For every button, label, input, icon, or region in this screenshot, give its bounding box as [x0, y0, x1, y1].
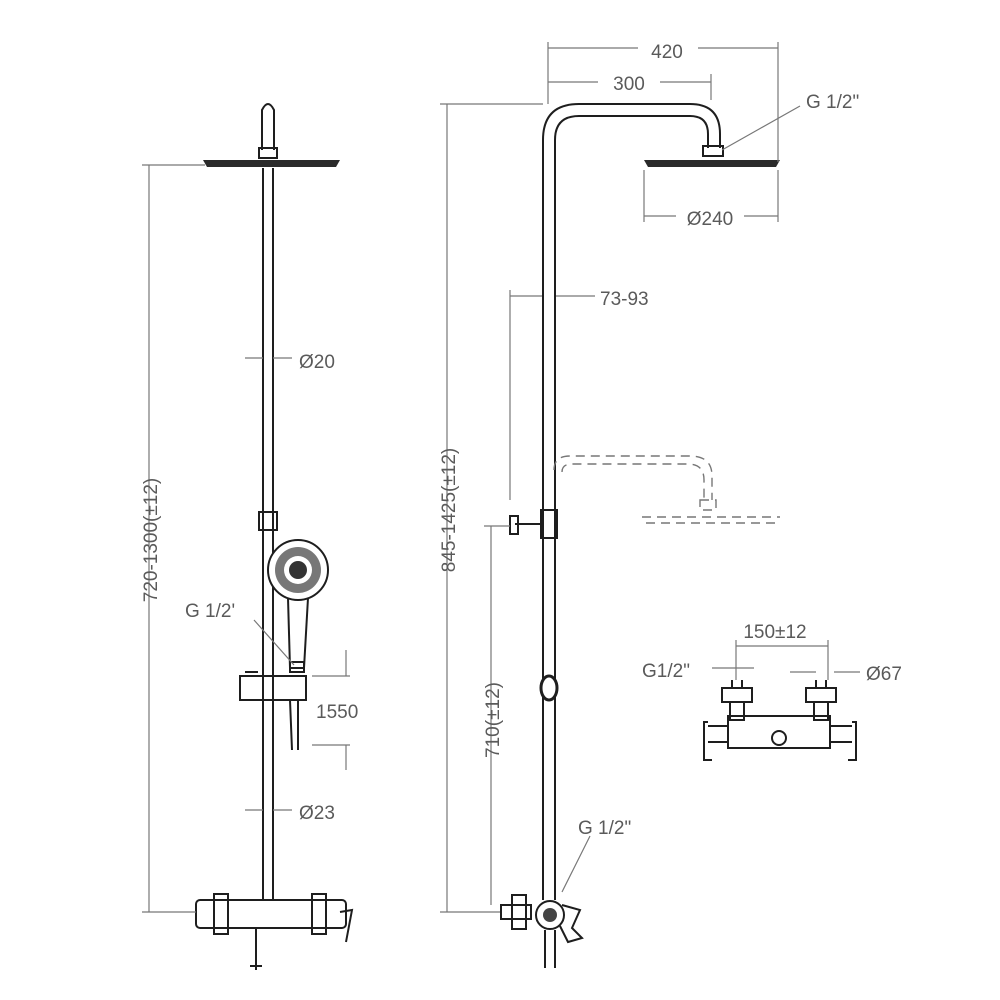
dim-o20: Ø20: [245, 352, 335, 373]
label-g-half-top: G 1/2": [806, 92, 859, 113]
label-720-1300: 720-1300(±12): [141, 478, 162, 603]
label-1550: 1550: [316, 702, 358, 723]
valve-detail-view: 150±12 G1/2" Ø67: [642, 622, 902, 761]
label-150: 150±12: [743, 622, 806, 643]
dim-o23: Ø23: [245, 803, 335, 824]
label-845-1425: 845-1425(±12): [439, 448, 460, 573]
dim-o67: Ø67: [790, 664, 902, 685]
front-overhead-head: [203, 160, 340, 167]
dim-g-half-top: G 1/2": [721, 92, 859, 151]
label-710: 710(±12): [483, 682, 504, 758]
dim-845-1425: 845-1425(±12): [439, 103, 543, 913]
side-view: 420 300 G 1/2" Ø240 73-93: [439, 42, 859, 968]
label-o20: Ø20: [299, 352, 335, 373]
dim-300: 300: [548, 74, 712, 100]
dim-g-half-handshower: G 1/2': [185, 601, 295, 666]
side-mixer: [500, 894, 584, 968]
front-slide-holder: [239, 675, 307, 701]
front-slide-clip: [258, 511, 278, 531]
label-g-half-mixer: G 1/2": [578, 818, 631, 839]
dim-720-1300: 720-1300(±12): [141, 164, 205, 913]
front-overhead-connector: [258, 147, 278, 159]
side-overhead-head: [644, 160, 780, 167]
dim-420: 420: [547, 42, 779, 162]
front-arm-stub: [261, 103, 275, 150]
dim-1550: 1550: [312, 650, 358, 770]
dim-710: 710(±12): [483, 525, 510, 905]
side-slide-ring: [539, 674, 559, 702]
dim-o240: Ø240: [643, 170, 779, 230]
alt-position-dashed: [553, 455, 780, 524]
side-wall-bracket: [509, 509, 558, 539]
label-420: 420: [651, 42, 683, 63]
dim-150: 150±12: [735, 622, 829, 680]
dim-73-93: 73-93: [509, 289, 649, 500]
label-73-93: 73-93: [600, 289, 649, 310]
dim-g-half-valve: G1/2": [642, 661, 754, 682]
label-g-half-handshower: G 1/2': [185, 601, 235, 622]
front-view: 720-1300(±12) Ø20 G 1/2' 1550 Ø23: [141, 103, 358, 970]
hand-shower: [267, 539, 329, 673]
dim-g-half-mixer: G 1/2": [561, 818, 631, 893]
side-riser-inner: [554, 115, 709, 900]
label-o240: Ø240: [687, 209, 733, 230]
front-thermostatic-mixer: [195, 893, 354, 970]
label-o23: Ø23: [299, 803, 335, 824]
side-riser-outer: [542, 103, 721, 900]
label-g-half-valve: G1/2": [642, 661, 690, 682]
label-o67: Ø67: [866, 664, 902, 685]
label-300: 300: [613, 74, 645, 95]
